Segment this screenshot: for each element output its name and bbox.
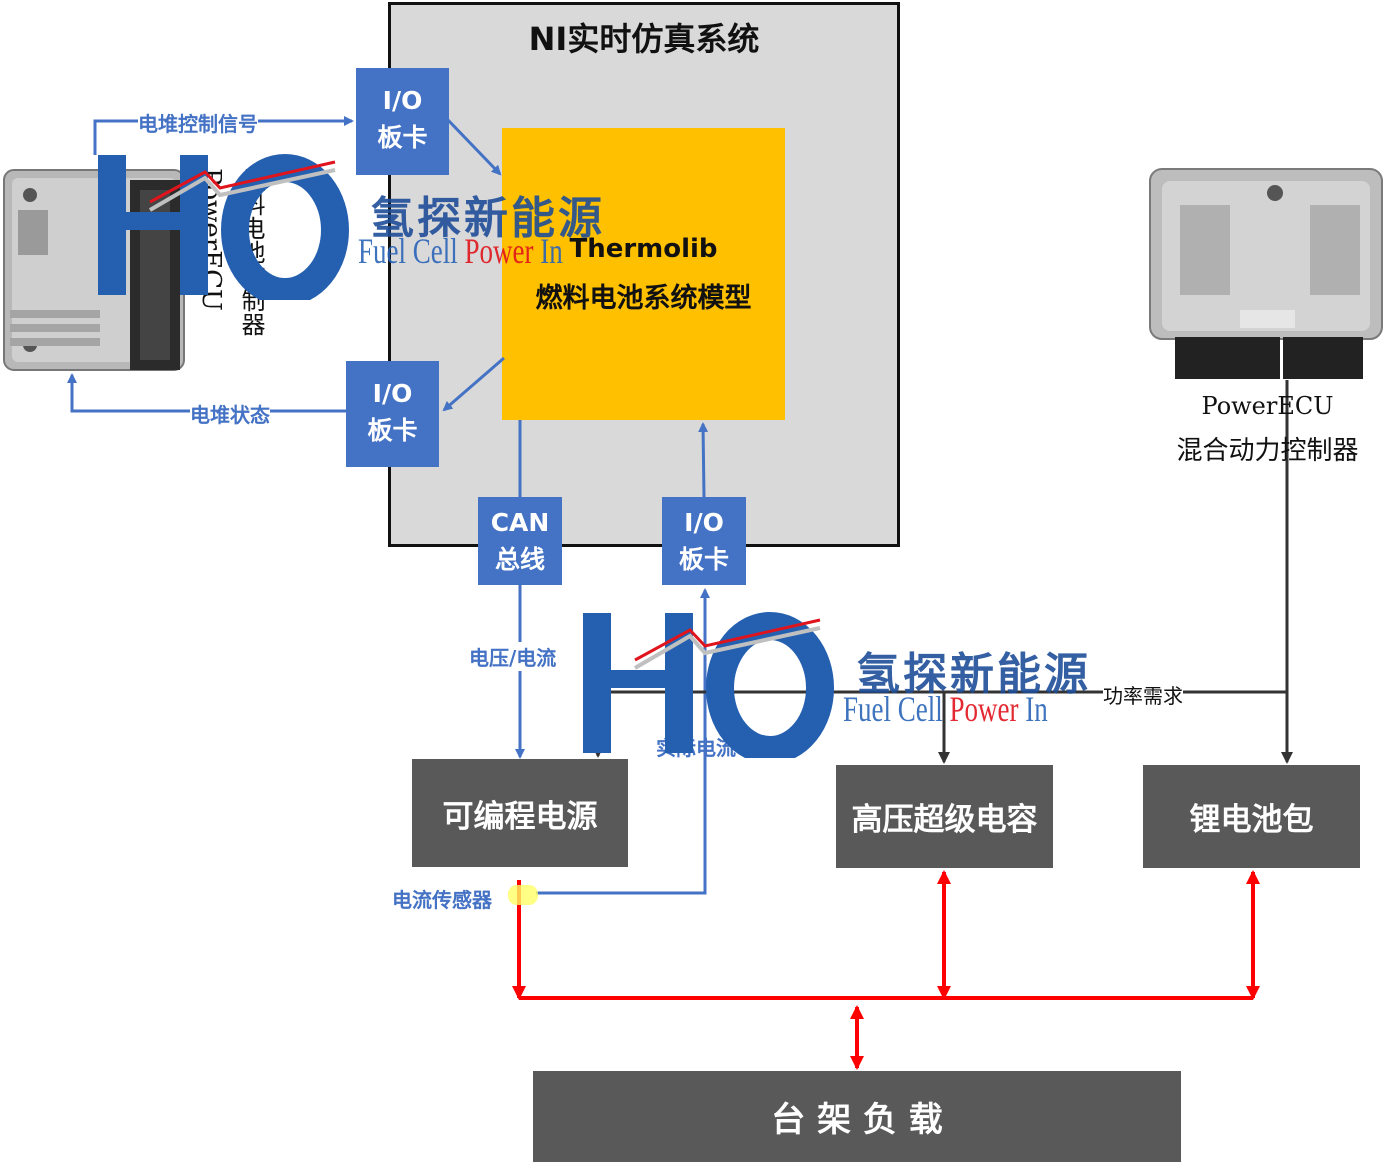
power-demand-label: 功率需求 xyxy=(1103,680,1183,709)
model-to-io-arrow xyxy=(442,356,505,412)
io-card-top: I/O 板卡 xyxy=(356,68,449,175)
io-card-bottom-line1: I/O xyxy=(684,508,724,537)
io-card-bottom: I/O 板卡 xyxy=(662,497,746,585)
io-card-middle: I/O 板卡 xyxy=(346,361,439,467)
watermark-en-1-part3: In xyxy=(533,231,563,271)
can-bus-card-line2: 总线 xyxy=(494,545,545,574)
hybrid-ecu-caption-line1: PowerECU xyxy=(1201,392,1334,420)
model-title-line1: Thermolib xyxy=(569,234,718,264)
stack-control-signal-line xyxy=(93,116,354,155)
io-card-middle-line1: I/O xyxy=(372,379,413,408)
hybrid-ecu-image xyxy=(1149,168,1383,379)
io-to-model-arrow xyxy=(446,118,502,176)
watermark-en-1-part2: Power xyxy=(464,231,534,271)
voltage-current-label: 电压/电流 xyxy=(469,642,557,671)
lithium-battery-pack: 锂电池包 xyxy=(1143,765,1360,868)
watermark-logo-2 xyxy=(583,612,834,758)
watermark-en-2-part1: Fuel Cell xyxy=(843,689,950,729)
watermark-en-1-part1: Fuel Cell xyxy=(358,231,465,271)
current-sensor-icon xyxy=(508,885,538,905)
hybrid-ecu-caption-line2: 混合动力控制器 xyxy=(1176,436,1359,466)
can-bus-card: CAN 总线 xyxy=(478,497,562,585)
watermark-cn-1: 氢探新能源 xyxy=(370,193,605,244)
watermark-logo-1 xyxy=(98,154,349,300)
watermark-en-1: Fuel Cell Power In xyxy=(358,230,563,272)
io-to-model-up-arrow xyxy=(698,422,709,498)
watermark-en-2-part2: Power xyxy=(949,689,1019,729)
ni-system-title: NI实时仿真系统 xyxy=(528,20,760,58)
thermolib-model-block xyxy=(502,128,785,420)
high-voltage-supercapacitor: 高压超级电容 xyxy=(836,765,1053,868)
stack-status-label: 电堆状态 xyxy=(190,399,270,428)
watermark-en-2-part3: In xyxy=(1018,689,1048,729)
io-card-top-line1: I/O xyxy=(382,86,423,115)
bench-load: 台 架 负 载 xyxy=(533,1071,1181,1162)
stack-control-signal-label: 电堆控制信号 xyxy=(138,108,258,137)
io-card-bottom-line2: 板卡 xyxy=(678,545,729,574)
model-title-line2: 燃料电池系统模型 xyxy=(535,283,752,314)
current-sensor-label: 电流传感器 xyxy=(392,888,492,912)
io-card-middle-line2: 板卡 xyxy=(367,416,418,445)
watermark-cn-2: 氢探新能源 xyxy=(856,649,1091,700)
programmable-power-supply: 可编程电源 xyxy=(412,759,628,867)
can-bus-card-line1: CAN xyxy=(490,508,550,537)
watermark-en-2: Fuel Cell Power In xyxy=(843,688,1048,730)
io-card-top-line2: 板卡 xyxy=(377,123,428,152)
